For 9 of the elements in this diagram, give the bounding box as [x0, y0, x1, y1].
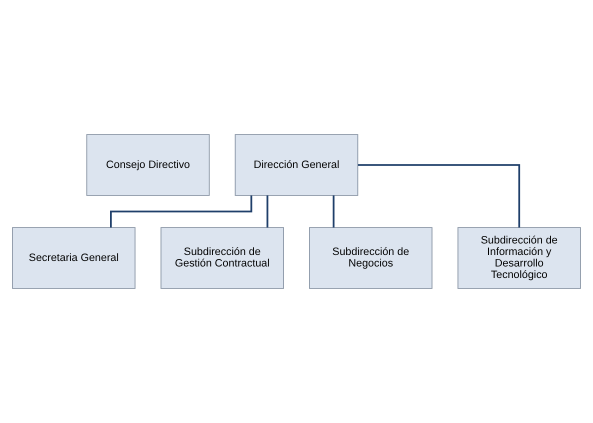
connector	[332, 195, 335, 228]
node-box: Subdirección de Gestión Contractual	[160, 227, 284, 289]
node-box: Dirección General	[234, 134, 358, 196]
connector	[358, 164, 520, 228]
connector	[266, 195, 268, 228]
node-box: Consejo Directivo	[86, 134, 210, 196]
node-box: Subdirección de Información y Desarrollo Tecnológico	[458, 227, 581, 289]
node-box: Secretaria General	[12, 227, 136, 289]
node-box: Subdirección de Negocios	[309, 227, 432, 289]
